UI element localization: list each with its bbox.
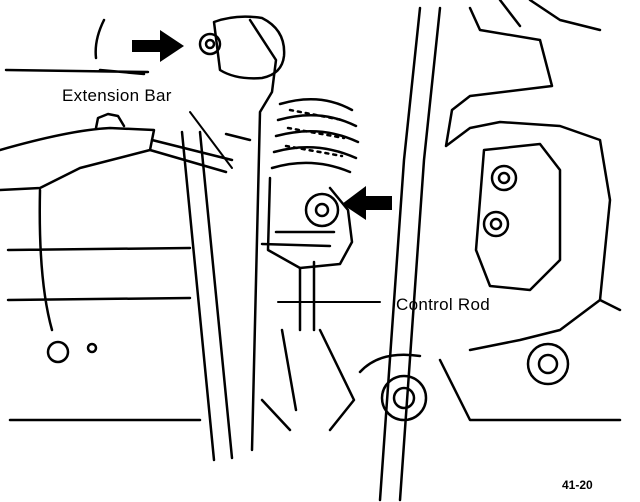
middle-arrow-icon [342, 186, 392, 220]
spring-dots [284, 108, 346, 158]
lower-boss-right-core [537, 353, 559, 375]
pivot-bolt-core [314, 202, 330, 218]
lower-right-frame [358, 298, 622, 422]
extension-bar-leader [189, 111, 233, 169]
spring-coil [270, 98, 360, 174]
left-housing-outline [4, 18, 150, 76]
control-rod [260, 230, 336, 332]
left-housing-lower [0, 126, 156, 192]
extension-bar-label: Extension Bar [62, 86, 172, 105]
right-rail [378, 6, 442, 502]
bushing-nut-core [204, 38, 216, 50]
left-small-hole [86, 342, 98, 354]
right-casting-outline [444, 6, 612, 352]
pivot-bolt [304, 192, 340, 228]
right-bolt-upper-core [497, 171, 511, 185]
left-inner-frame [6, 188, 202, 422]
right-bolt-lower [482, 210, 510, 238]
extension-bar [224, 18, 278, 452]
pivot-bracket [266, 176, 354, 270]
figure-number: 41-20 [562, 478, 593, 492]
center-rail-left [180, 130, 234, 462]
lower-boss-left [380, 374, 428, 422]
bushing-nut [198, 32, 222, 56]
right-bolt-upper [490, 164, 518, 192]
right-top-detail [498, 0, 602, 32]
extension-bar-link [148, 138, 234, 174]
bushing-body [212, 15, 286, 80]
left-stud [94, 112, 126, 130]
lower-boss-right [526, 342, 570, 386]
control-rod-label: Control Rod [396, 295, 491, 314]
left-bolt-hole [46, 340, 70, 364]
lower-boss-left-core [392, 386, 416, 410]
lower-center-detail [260, 328, 356, 432]
top-arrow-icon [132, 30, 184, 62]
right-bolt-lower-core [489, 217, 503, 231]
right-casting-inner [474, 142, 562, 292]
